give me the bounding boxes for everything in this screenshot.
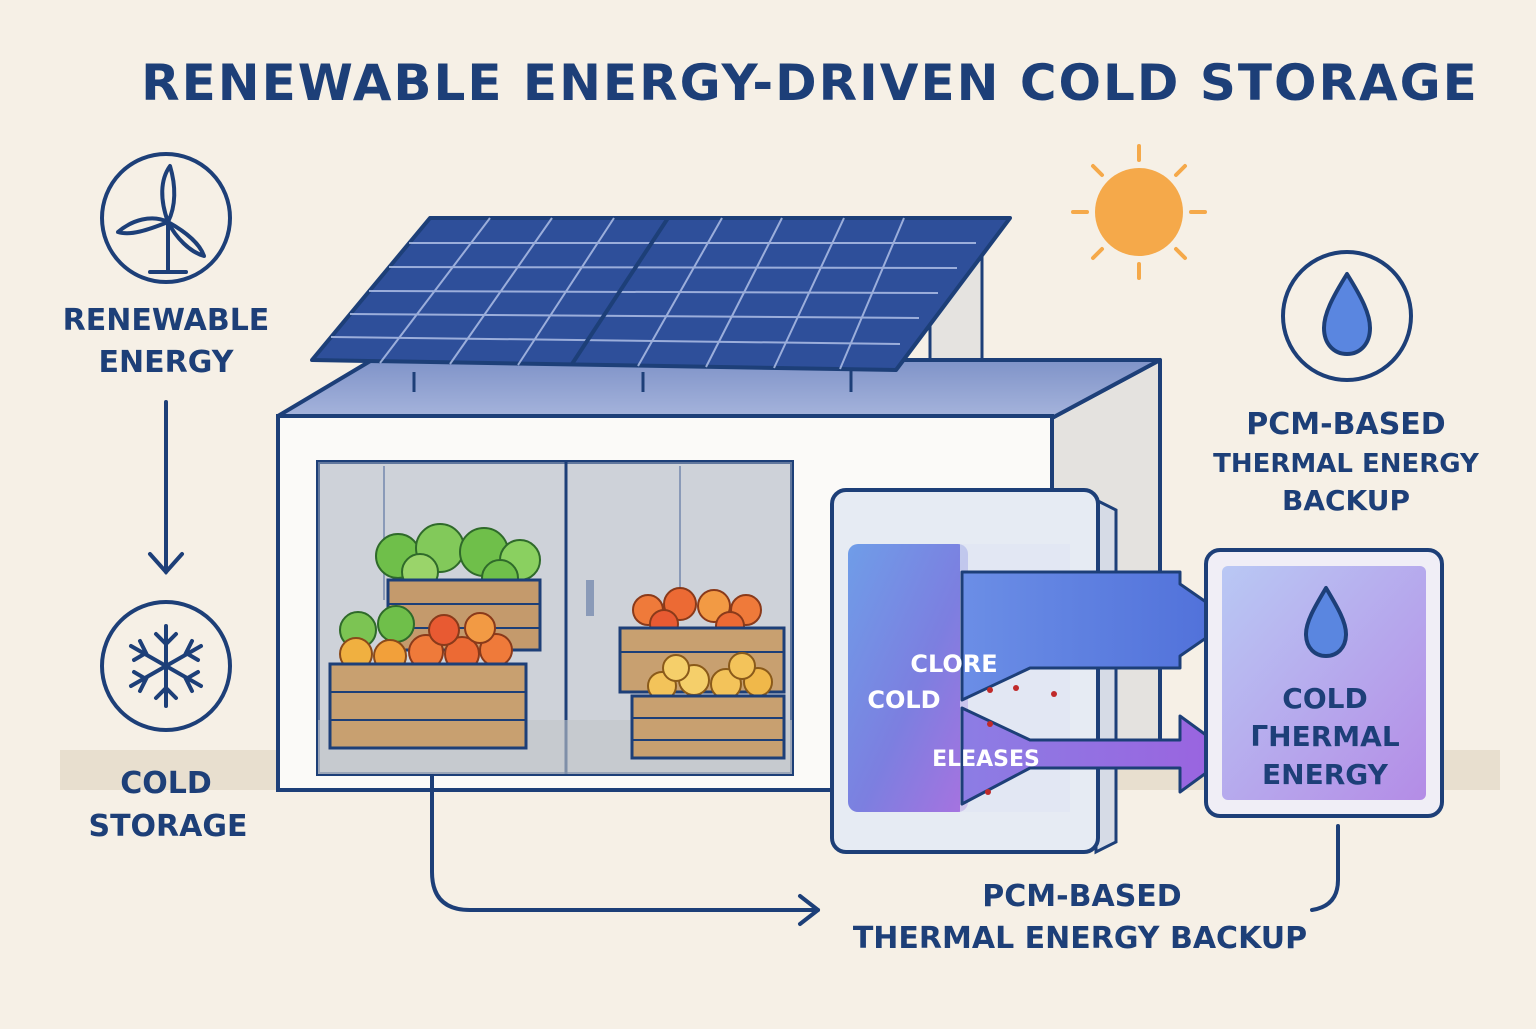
water-drop-icon-small	[1304, 586, 1348, 658]
cold-label-line2: STORAGE	[88, 809, 247, 844]
crate-mixed	[328, 605, 528, 750]
pcm-label-eleases: ELEASES	[932, 747, 1040, 772]
sun-icon	[1071, 144, 1207, 280]
pcm-particles	[985, 685, 1057, 795]
pcm-top-label-line2: THERMAL ENERGY	[1213, 449, 1480, 479]
pcm-label-cold: COLD	[867, 686, 940, 714]
page-title: RENEWABLE ENERGY-DRIVEN COLD STORAGE	[141, 54, 1479, 112]
bottom-label-line2: THERMAL ENERGY BACKUP	[853, 921, 1307, 956]
renewable-label-line2: ENERGY	[99, 345, 235, 380]
cold-thermal-energy-box: COLD ΓHERMAL ENERGY	[1204, 548, 1444, 818]
down-arrow	[148, 400, 184, 576]
snowflake-icon	[129, 624, 203, 708]
pcm-top-label-line3: BACKUP	[1282, 484, 1410, 517]
pcm-droplet-node: PCM-BASED THERMAL ENERGY BACKUP	[1213, 250, 1480, 517]
crate-lemons	[630, 652, 786, 760]
cold-label-line1: COLD	[120, 766, 212, 801]
cold-thermal-label-line3: ENERGY	[1262, 758, 1389, 791]
produce-crates	[328, 523, 786, 760]
connector-lines	[430, 774, 1340, 926]
cold-flow-arrow-upper	[960, 570, 1234, 702]
cold-thermal-label-line1: COLD	[1282, 682, 1367, 715]
cold-thermal-label-line2: ΓHERMAL	[1250, 720, 1399, 753]
pcm-top-label-line1: PCM-BASED	[1246, 407, 1445, 442]
renewable-label-line1: RENEWABLE	[63, 303, 270, 338]
crate-greens	[375, 523, 542, 652]
solar-panel	[310, 216, 1012, 372]
bottom-label-line1: PCM-BASED	[982, 879, 1181, 914]
renewable-energy-node: RENEWABLE ENERGY	[63, 152, 270, 380]
water-drop-icon	[1322, 272, 1372, 356]
pcm-label-clore: CLORE	[910, 650, 997, 678]
cold-storage-node: COLD STORAGE	[88, 600, 248, 844]
wind-turbine-icon	[116, 164, 206, 274]
